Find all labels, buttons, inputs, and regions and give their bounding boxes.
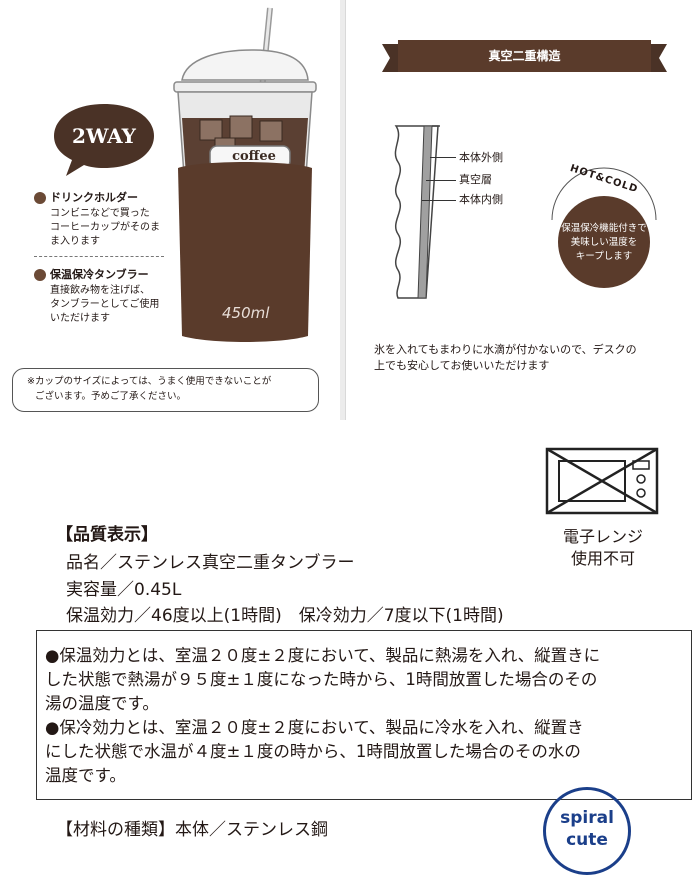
tumbler-illustration: [173, 7, 317, 342]
feature-line: タンブラーとしてご使用: [50, 299, 160, 310]
note-box: ※カップのサイズによっては、うまく使用できないことが ございます。予めご了承くだ…: [12, 368, 319, 412]
definition-line: 湯の温度です。: [45, 694, 159, 713]
feature-line: ま入ります: [50, 236, 100, 247]
layer-label: 本体内側: [459, 193, 503, 206]
definitions-box: ●保温効力とは、室温２０度±２度において、製品に熱湯を入れ、縦置きに した状態で…: [36, 630, 692, 800]
quality-heading: 【品質表示】: [56, 525, 158, 545]
caption-line: 氷を入れてもまわりに水滴が付かないので、デスクの: [374, 343, 637, 356]
note-line: ございます。予めご了承ください。: [35, 391, 187, 402]
structure-banner-title: 真空二重構造: [488, 49, 561, 63]
feature-line: いただけます: [50, 313, 110, 324]
caption-line: 上でも安心してお使いいただけます: [374, 359, 550, 372]
speech-bubble-icon: [54, 104, 154, 176]
circle-line: 美味しい温度を: [570, 237, 638, 248]
capacity-label: 450ml: [222, 304, 270, 322]
panel-gap: [340, 0, 345, 420]
feature-line: 直接飲み物を注げば、: [50, 285, 150, 296]
quality-line: 保温効力／46度以上(1時間) 保冷効力／7度以下(1時間): [66, 606, 504, 626]
leader-line: [426, 180, 456, 181]
leader-line: [430, 157, 456, 158]
layer-label: 真空層: [459, 173, 492, 186]
feature-title: 保温保冷タンブラー: [50, 268, 149, 281]
two-way-badge: 2WAY: [72, 124, 136, 148]
quality-line: 実容量／0.45L: [66, 580, 182, 600]
left-panel: 2WAY coffee 450ml ドリンクホルダー コンビニなどで買った コー…: [0, 0, 341, 420]
definition-line: ●保冷効力とは、室温２０度±２度において、製品に冷水を入れ、縦置き: [45, 718, 584, 737]
circle-text: 保温保冷機能付きで 美味しい温度を キープします: [558, 222, 650, 264]
no-microwave-icon: [545, 447, 659, 515]
leader-line: [422, 200, 456, 201]
right-panel: 真空二重構造 本体外側 真空層 本体内側 HOT&COLD 保温保冷機能付きで …: [345, 0, 700, 420]
definition-line: ●保温効力とは、室温２０度±２度において、製品に熱湯を入れ、縦置きに: [45, 646, 601, 665]
microwave-label-line: 使用不可: [570, 549, 635, 568]
definition-line: した状態で熱湯が９５度±１度になった時から、1時間放置した場合のその: [45, 670, 598, 689]
feature-line: コーヒーカップがそのま: [50, 222, 160, 233]
cross-section-diagram: [394, 125, 440, 299]
definition-line: にした状態で水温が４度±１度の時から、1時間放置した場合のその水の: [45, 742, 581, 761]
quality-line: 品名／ステンレス真空二重タンブラー: [66, 553, 355, 573]
definition-line: 温度です。: [45, 766, 126, 785]
circle-line: キープします: [575, 251, 633, 262]
logo-text: spiral: [560, 808, 614, 828]
spiral-cute-logo: spiral cute: [543, 787, 631, 875]
note-line: ※カップのサイズによっては、うまく使用できないことが: [27, 376, 272, 387]
microwave-label: 電子レンジ 使用不可: [538, 526, 668, 570]
microwave-label-line: 電子レンジ: [562, 527, 643, 546]
coffee-sleeve-label: coffee: [232, 149, 276, 164]
divider: [34, 256, 164, 257]
ribbon-banner: [382, 40, 667, 72]
feature-title: ドリンクホルダー: [50, 191, 138, 204]
hot-cold-circle: [551, 167, 657, 288]
circle-line: 保温保冷機能付きで: [561, 223, 647, 234]
coffee-bean-icon: [34, 269, 46, 281]
layer-label: 本体外側: [459, 151, 503, 164]
feature-line: コンビニなどで買った: [50, 208, 150, 219]
logo-text: cute: [566, 830, 608, 850]
material-line: 【材料の種類】本体／ステンレス鋼: [56, 820, 328, 840]
coffee-bean-icon: [34, 192, 46, 204]
